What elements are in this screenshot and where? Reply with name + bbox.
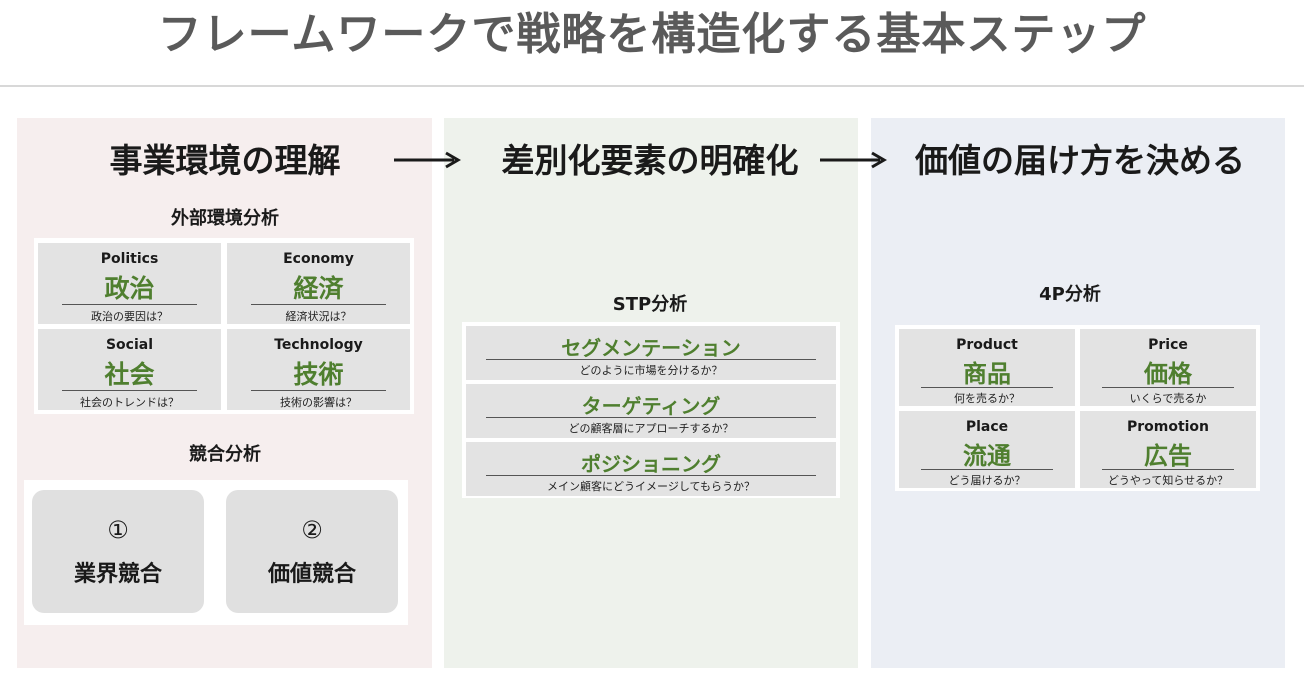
pest-en: Social bbox=[105, 337, 154, 353]
fourp-section-label: 4P分析 bbox=[1039, 284, 1101, 305]
page-title: フレームワークで戦略を構造化する基本ステップ bbox=[157, 9, 1147, 60]
stp-row-targeting: ターゲティング どの顧客層にアプローチするか？ bbox=[466, 384, 836, 438]
fourp-jp: 商品 bbox=[963, 360, 1011, 388]
divider bbox=[1102, 387, 1234, 388]
fourp-question: 何を売るか？ bbox=[954, 392, 1020, 405]
right-arrow-icon bbox=[820, 151, 887, 169]
competition-label: 価値競合 bbox=[267, 562, 356, 587]
step-heading-2: 差別化要素の明確化 bbox=[501, 141, 799, 180]
fourp-question: いくらで売るか bbox=[1129, 392, 1207, 405]
pest-jp: 経済 bbox=[293, 274, 344, 303]
fourp-en: Product bbox=[956, 337, 1018, 353]
fourp-cell-price: Price 価格 いくらで売るか bbox=[1080, 329, 1256, 406]
pest-en: Economy bbox=[283, 251, 354, 267]
stp-question: どのように市場を分けるか？ bbox=[579, 364, 723, 377]
pest-jp: 技術 bbox=[293, 360, 344, 389]
divider bbox=[251, 390, 386, 391]
divider bbox=[62, 390, 197, 391]
competition-label: 業界競合 bbox=[73, 562, 162, 587]
step-heading-3: 価値の届け方を決める bbox=[915, 141, 1245, 180]
stp-term: セグメンテーション bbox=[561, 336, 741, 360]
pest-cell-economy: Economy 経済 経済状況は？ bbox=[227, 243, 410, 324]
stp-term: ポジショニング bbox=[581, 452, 721, 476]
pest-cell-politics: Politics 政治 政治の要因は？ bbox=[38, 243, 221, 324]
fourp-cell-place: Place 流通 どう届けるか？ bbox=[899, 411, 1075, 488]
divider bbox=[921, 469, 1053, 470]
competition-number: ① bbox=[107, 516, 129, 544]
divider bbox=[62, 304, 197, 305]
divider bbox=[921, 387, 1053, 388]
right-arrow-icon bbox=[394, 151, 461, 169]
stp-row-positioning: ポジショニング メイン顧客にどうイメージしてもらうか？ bbox=[466, 442, 836, 496]
fourp-cell-product: Product 商品 何を売るか？ bbox=[899, 329, 1075, 406]
pest-jp: 社会 bbox=[104, 360, 155, 389]
fourp-cell-promotion: Promotion 広告 どうやって知らせるか？ bbox=[1080, 411, 1256, 488]
competition-section-label: 競合分析 bbox=[189, 444, 261, 465]
fourp-jp: 価格 bbox=[1144, 360, 1192, 388]
divider bbox=[486, 417, 816, 418]
fourp-en: Price bbox=[1148, 337, 1188, 353]
pest-question: 社会のトレンドは？ bbox=[80, 396, 179, 409]
pest-section-label: 外部環境分析 bbox=[171, 208, 279, 229]
stp-row-segmentation: セグメンテーション どのように市場を分けるか？ bbox=[466, 326, 836, 380]
pest-question: 経済状況は？ bbox=[285, 310, 352, 323]
stp-section-label: STP分析 bbox=[612, 294, 688, 315]
pest-question: 技術の影響は？ bbox=[280, 396, 357, 409]
stp-term: ターゲティング bbox=[581, 394, 721, 418]
pest-en: Politics bbox=[100, 251, 159, 267]
title-divider bbox=[0, 85, 1304, 87]
competition-number: ② bbox=[301, 516, 323, 544]
fourp-jp: 広告 bbox=[1144, 442, 1192, 470]
divider bbox=[251, 304, 386, 305]
pest-question: 政治の要因は？ bbox=[91, 310, 168, 323]
stp-question: メイン顧客にどうイメージしてもらうか？ bbox=[547, 480, 755, 493]
pest-cell-social: Social 社会 社会のトレンドは？ bbox=[38, 329, 221, 410]
competition-card-industry: ① 業界競合 bbox=[32, 490, 204, 613]
step-heading-1: 事業環境の理解 bbox=[109, 141, 341, 180]
fourp-question: どう届けるか？ bbox=[948, 474, 1026, 487]
divider bbox=[1102, 469, 1234, 470]
competition-card-value: ② 価値競合 bbox=[226, 490, 398, 613]
divider bbox=[486, 359, 816, 360]
divider bbox=[486, 475, 816, 476]
fourp-jp: 流通 bbox=[963, 442, 1011, 470]
pest-jp: 政治 bbox=[104, 274, 155, 303]
fourp-en: Place bbox=[965, 419, 1009, 435]
pest-en: Technology bbox=[274, 337, 363, 353]
pest-cell-technology: Technology 技術 技術の影響は？ bbox=[227, 329, 410, 410]
fourp-question: どうやって知らせるか？ bbox=[1107, 474, 1229, 487]
fourp-en: Promotion bbox=[1126, 419, 1210, 435]
stp-question: どの顧客層にアプローチするか？ bbox=[568, 422, 734, 435]
